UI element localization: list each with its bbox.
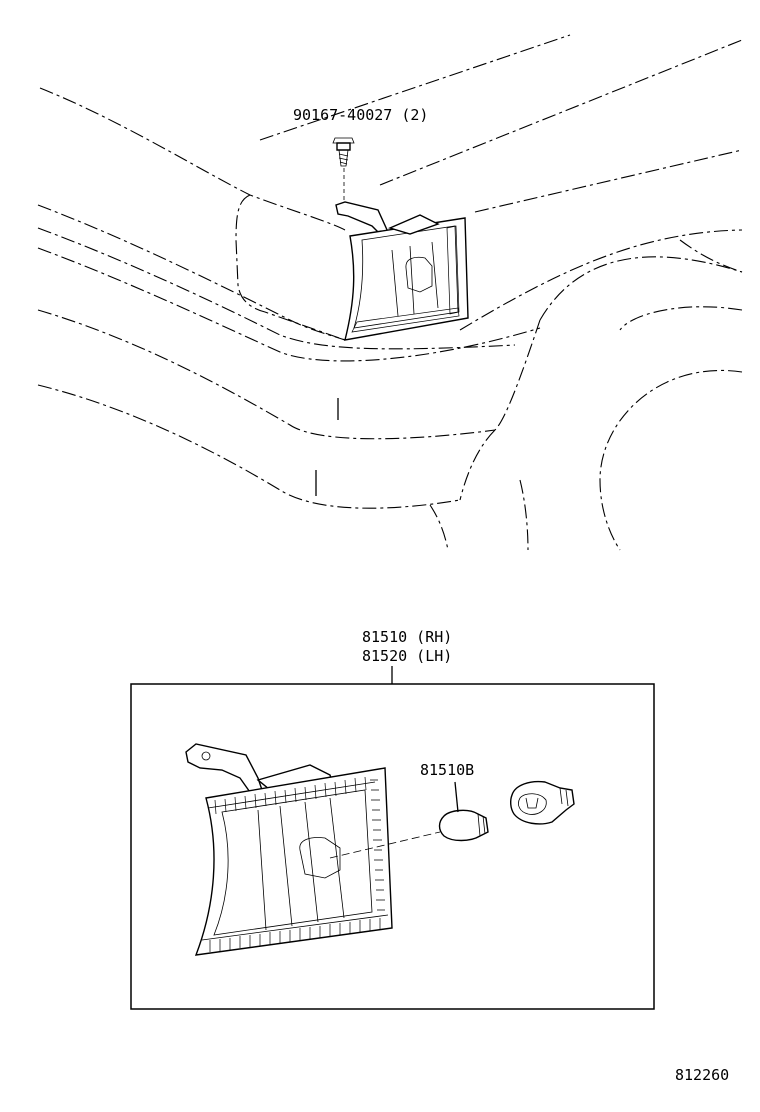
drawing-number: 812260: [675, 1066, 729, 1084]
screw-part-label: 90167-40027 (2): [293, 106, 428, 124]
socket-part: [509, 780, 575, 825]
assembly-box: [130, 683, 655, 1010]
bulb-part: [438, 781, 489, 842]
bulb-part-label: 81510B: [420, 761, 474, 779]
screw-part: [332, 137, 355, 202]
lamp-assembly-drawing: [185, 743, 441, 956]
installed-lamp: [335, 201, 469, 341]
lamp-rh-part-label: 81510 (RH): [362, 628, 452, 646]
lamp-lh-part-label: 81520 (LH): [362, 647, 452, 665]
vehicle-body-outline: [37, 34, 743, 551]
